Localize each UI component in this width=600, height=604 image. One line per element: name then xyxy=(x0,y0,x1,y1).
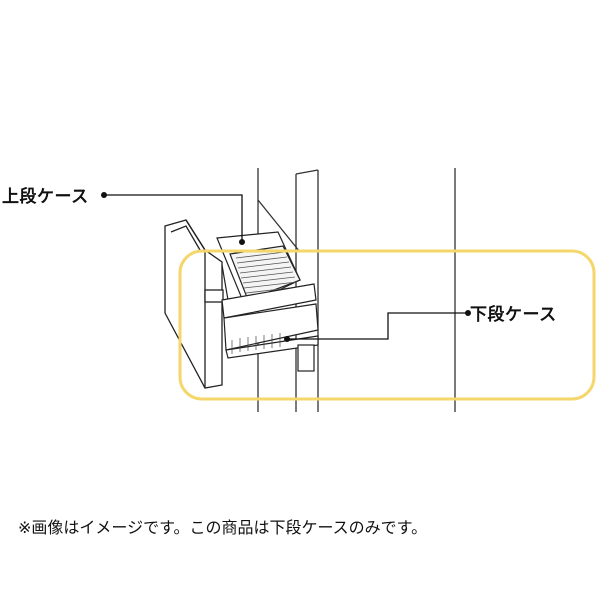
lower-case-leader xyxy=(284,310,471,342)
lower-case-rails xyxy=(221,283,319,372)
upper-case-leader xyxy=(101,192,245,245)
upper-case-label: 上段ケース xyxy=(2,187,89,207)
lower-case-label: 下段ケース xyxy=(470,305,557,325)
lower-case-highlight-box xyxy=(178,249,596,401)
rail-ribs xyxy=(231,333,281,354)
lower-drawer-front xyxy=(164,219,224,389)
image-disclaimer-note: ※画像はイメージです。この商品は下段ケースのみです。 xyxy=(18,518,428,537)
